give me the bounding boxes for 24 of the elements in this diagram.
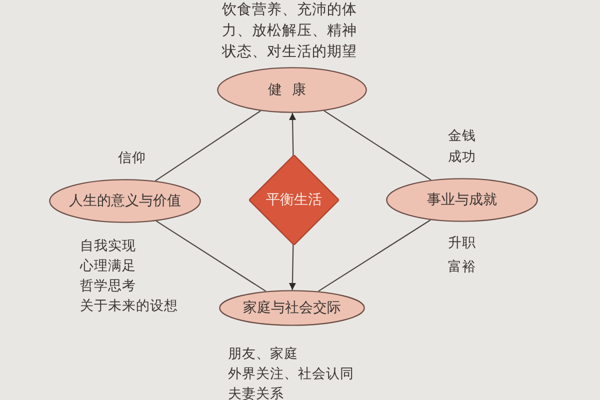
annotation-text: 信仰 — [118, 149, 146, 168]
annotation-text: 心理满足 — [80, 257, 136, 276]
annotation-text: 升职 — [448, 234, 476, 253]
oval-node: 健康 — [217, 67, 367, 113]
arrow — [289, 113, 296, 156]
decision-diamond: 平衡生活 — [249, 155, 339, 245]
oval-node: 事业与成就 — [386, 178, 538, 222]
annotation-text: 哲学思考 — [80, 277, 136, 296]
annotation-text: 外界关注、社会认同 — [228, 365, 354, 384]
annotation-text: 夫妻关系 — [228, 385, 284, 400]
annotation-text: 饮食营养、充沛的体力、放松解压、精神状态、对生活的期望 — [222, 0, 358, 62]
arrow — [288, 244, 296, 290]
connector-line — [318, 220, 431, 292]
connector-line — [324, 110, 432, 180]
oval-node: 人生的意义与价值 — [49, 179, 201, 223]
annotation-text: 自我实现 — [80, 237, 136, 256]
annotation-text: 富裕 — [448, 258, 476, 277]
annotation-text: 朋友、家庭 — [228, 345, 298, 364]
annotation-text: 关于未来的设想 — [80, 297, 178, 316]
annotation-text: 金钱 — [448, 127, 476, 146]
annotation-text: 成功 — [448, 148, 476, 167]
connector-line — [155, 110, 261, 182]
oval-node: 家庭与社会交际 — [219, 290, 365, 326]
connector-line — [156, 220, 266, 292]
